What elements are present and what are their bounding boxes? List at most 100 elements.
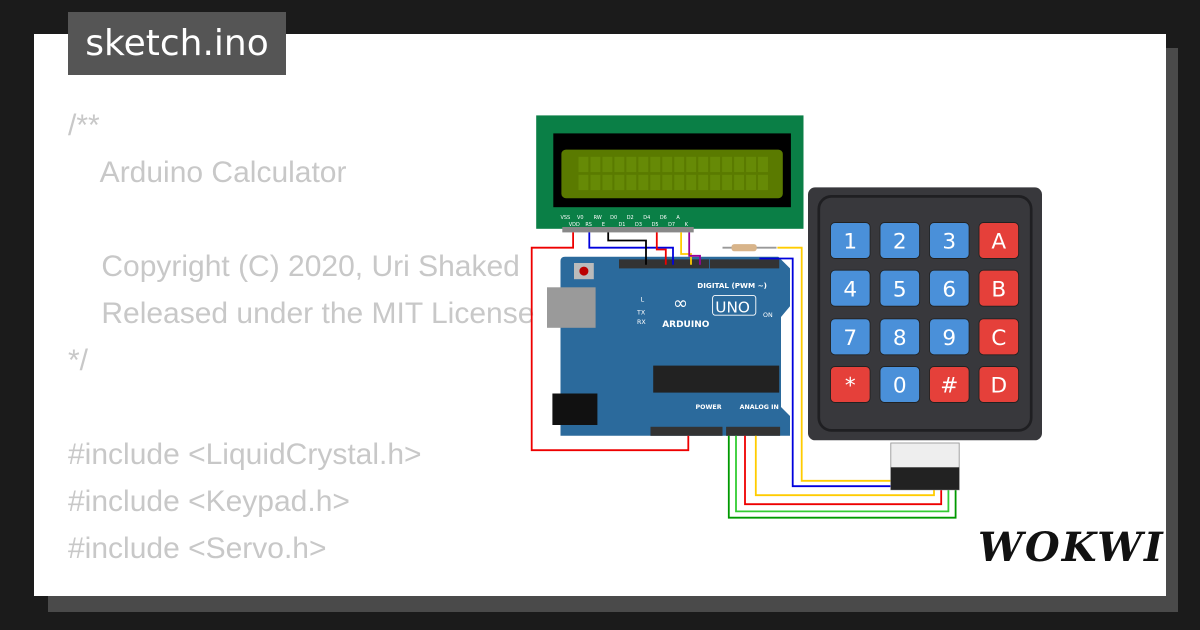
keypad-key[interactable]: C	[978, 318, 1020, 356]
lcd-cell	[602, 174, 613, 191]
lcd-pin-label: D0	[610, 215, 617, 221]
code-line: #include <Servo.h>	[68, 532, 327, 565]
lcd-pin-label: VSS	[561, 215, 571, 221]
power-header	[650, 426, 723, 436]
svg-text:2: 2	[893, 230, 907, 255]
lcd-pin-label: A	[676, 215, 680, 221]
lcd-pin-label: D7	[668, 222, 675, 228]
keypad-key[interactable]: B	[978, 269, 1020, 307]
lcd-cell	[758, 156, 768, 173]
tx-label: TX	[636, 309, 646, 316]
arduino-uno: DIGITAL (PWM ~) POWER ANALOG IN ∞ ARDUIN…	[547, 256, 790, 436]
lcd-cell	[578, 156, 589, 173]
svg-text:0: 0	[893, 374, 907, 399]
atmega-chip	[653, 365, 780, 393]
lcd-cell	[638, 174, 649, 191]
lcd-cell	[710, 174, 721, 191]
lcd-cell	[602, 156, 613, 173]
lcd-cell	[674, 156, 685, 173]
lcd-cell	[674, 174, 685, 191]
svg-text:C: C	[991, 326, 1006, 351]
keypad-key[interactable]: 2	[879, 222, 921, 259]
power-jack	[552, 393, 598, 426]
code-line: Arduino Calculator	[68, 156, 347, 189]
lcd-cell	[626, 156, 637, 173]
lcd-cell	[710, 156, 721, 173]
keypad-key[interactable]: *	[830, 366, 871, 403]
arduino-brand: ARDUINO	[662, 320, 710, 330]
keypad-key[interactable]: #	[929, 366, 970, 403]
lcd-cell	[686, 174, 697, 191]
sketch-title: sketch.ino	[68, 12, 286, 75]
lcd-cell	[734, 174, 745, 191]
lcd-cell	[626, 174, 637, 191]
keypad-key[interactable]: 5	[879, 269, 921, 307]
svg-text:6: 6	[942, 277, 956, 302]
lcd-pin-label: VDD	[569, 222, 580, 228]
lcd-cell	[650, 174, 661, 191]
lcd-pin-label: E	[602, 222, 605, 228]
wokwi-logo: WOKWI	[978, 524, 1165, 571]
keypad-key[interactable]: 6	[929, 269, 970, 307]
lcd-cell	[614, 156, 625, 173]
power-label: POWER	[696, 404, 722, 411]
lcd-pin-label: D6	[660, 215, 667, 221]
lcd-cell	[662, 174, 673, 191]
code-line: Released under the MIT License	[68, 297, 535, 330]
lcd-cell	[590, 156, 601, 173]
lcd-cell	[722, 156, 733, 173]
l-label: L	[641, 297, 645, 304]
resistor	[722, 244, 777, 252]
keypad-key[interactable]: 3	[929, 222, 970, 259]
keypad-key[interactable]: 9	[929, 318, 970, 356]
svg-text:3: 3	[942, 230, 956, 255]
keypad-key[interactable]: 0	[879, 366, 921, 403]
keypad-key[interactable]: 1	[830, 222, 871, 259]
svg-text:D: D	[990, 374, 1007, 399]
keypad-key[interactable]: D	[978, 366, 1020, 403]
keypad-key[interactable]: 7	[830, 318, 871, 356]
code-line: #include <LiquidCrystal.h>	[68, 438, 422, 471]
lcd-cell	[686, 156, 697, 173]
usb-port	[547, 287, 596, 328]
code-line: #include <Keypad.h>	[68, 485, 350, 518]
analog-label: ANALOG IN	[740, 404, 779, 411]
lcd-cell	[614, 174, 625, 191]
svg-text:A: A	[991, 230, 1006, 255]
lcd-cell	[578, 174, 589, 191]
lcd-pin-label: K	[685, 222, 689, 228]
lcd-pin-label: D5	[652, 222, 659, 228]
svg-text:1: 1	[843, 230, 857, 255]
on-label: ON	[763, 312, 773, 319]
analog-header	[726, 426, 781, 436]
lcd-pin-label: D3	[635, 222, 642, 228]
svg-text:4: 4	[843, 277, 857, 302]
svg-text:*: *	[845, 374, 856, 399]
arduino-infinity-logo: ∞	[673, 293, 688, 314]
digital-label: DIGITAL (PWM ~)	[697, 281, 767, 290]
arduino-model: UNO	[715, 299, 750, 317]
lcd-cell	[746, 156, 756, 173]
lcd-cell	[650, 156, 661, 173]
svg-text:8: 8	[893, 326, 907, 351]
keypad-key[interactable]: A	[978, 222, 1020, 259]
code-preview: /** Arduino Calculator Copyright (C) 202…	[68, 102, 534, 572]
svg-text:9: 9	[942, 326, 956, 351]
pin-last-label: 16	[698, 230, 705, 236]
lcd-cell	[698, 156, 709, 173]
svg-text:#: #	[940, 374, 958, 399]
code-line: */	[68, 344, 89, 377]
rx-label: RX	[637, 319, 646, 326]
lcd-pin-label: V0	[577, 215, 584, 221]
code-line: /**	[68, 109, 100, 142]
keypad-key[interactable]: 4	[830, 269, 871, 307]
lcd-pin-label: RS	[585, 222, 592, 228]
lcd-cell	[662, 156, 673, 173]
keypad-key[interactable]: 8	[879, 318, 921, 356]
svg-text:B: B	[991, 277, 1006, 302]
lcd-pin-label: RW	[594, 215, 602, 221]
lcd-pin-label: D1	[618, 222, 625, 228]
digital-header-2	[709, 259, 780, 269]
